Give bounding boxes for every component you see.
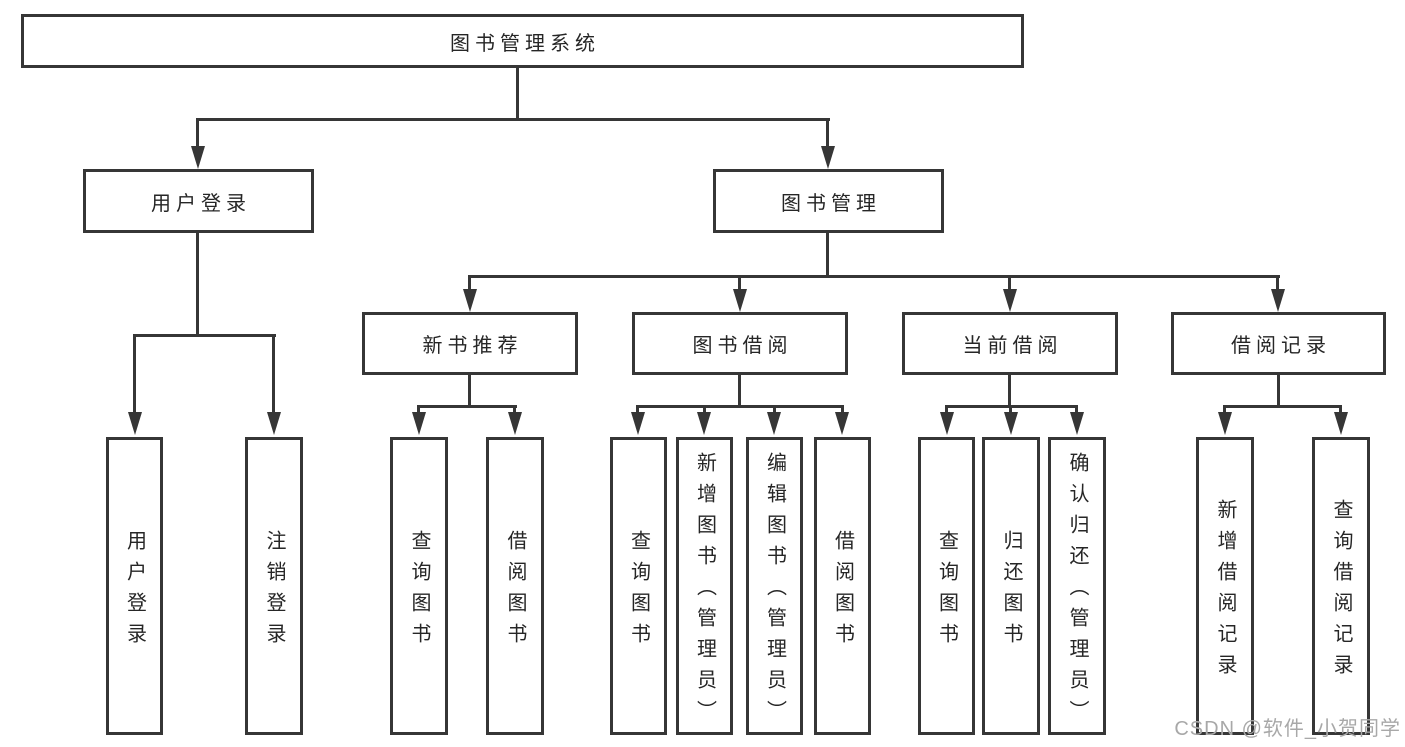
node-label: 当前借阅 <box>962 335 1063 357</box>
arrowhead-icon <box>835 412 849 435</box>
leaf-borrow-books: 借阅图书 <box>814 437 871 735</box>
connector-bar <box>637 405 844 408</box>
arrowhead-icon <box>821 146 835 169</box>
leaf-borrow-books: 借阅图书 <box>486 437 544 735</box>
connector-bar <box>418 405 517 408</box>
arrowhead-icon <box>1004 412 1018 435</box>
leaf-label: 注销登录 <box>263 529 285 654</box>
connector-drop <box>738 275 741 292</box>
arrowhead-icon <box>1070 412 1084 435</box>
connector-stem <box>1008 375 1011 407</box>
connector-bar <box>1224 405 1342 408</box>
node-book-borrowing: 图书借阅 <box>632 312 848 375</box>
node-label: 图书借阅 <box>692 335 793 357</box>
connector-drop <box>636 405 639 415</box>
leaf-label: 查询图书 <box>408 529 430 654</box>
leaf-add-borrow-record: 新增借阅记录 <box>1196 437 1254 735</box>
connector-drop <box>773 405 776 415</box>
arrowhead-icon <box>697 412 711 435</box>
arrowhead-icon <box>1334 412 1348 435</box>
node-library-system: 图书管理系统 <box>21 14 1024 68</box>
connector-drop <box>1008 275 1011 292</box>
node-borrowing-records: 借阅记录 <box>1171 312 1386 375</box>
leaf-label: 归还图书 <box>1000 529 1022 654</box>
arrowhead-icon <box>940 412 954 435</box>
node-book-management: 图书管理 <box>713 169 944 233</box>
arrowhead-icon <box>267 412 281 435</box>
connector-stem <box>826 233 829 277</box>
arrowhead-icon <box>1218 412 1232 435</box>
arrowhead-icon <box>767 412 781 435</box>
node-label: 图书管理 <box>781 192 881 215</box>
arrowhead-icon <box>1271 289 1285 312</box>
leaf-label: 确认归还（管理员） <box>1066 452 1088 731</box>
connector-drop <box>417 405 420 415</box>
leaf-label: 查询图书 <box>627 529 650 654</box>
leaf-label: 查询借阅记录 <box>1330 498 1352 685</box>
leaf-label: 借阅图书 <box>504 529 526 654</box>
leaf-logout: 注销登录 <box>245 437 303 735</box>
leaf-query-books: 查询图书 <box>610 437 667 735</box>
leaf-label: 查询图书 <box>935 529 958 654</box>
node-label: 新书推荐 <box>422 335 523 357</box>
arrowhead-icon <box>128 412 142 435</box>
connector-stem <box>196 233 199 336</box>
arrowhead-icon <box>1003 289 1017 312</box>
connector-drop <box>826 118 829 148</box>
connector-stem <box>516 68 519 120</box>
arrowhead-icon <box>412 412 426 435</box>
connector-drop <box>945 405 948 415</box>
leaf-return-books: 归还图书 <box>982 437 1040 735</box>
leaf-query-books: 查询图书 <box>390 437 448 735</box>
leaf-edit-book-admin: 编辑图书（管理员） <box>746 437 803 735</box>
connector-drop <box>841 405 844 415</box>
connector-drop <box>513 405 516 415</box>
connector-drop <box>272 334 275 416</box>
leaf-label: 用户登录 <box>123 529 146 654</box>
leaf-label: 编辑图书（管理员） <box>763 452 786 731</box>
node-label: 图书管理系统 <box>450 32 600 55</box>
node-user-login: 用户登录 <box>83 169 314 233</box>
connector-drop <box>468 275 471 292</box>
node-current-borrowing: 当前借阅 <box>902 312 1118 375</box>
connector-stem <box>468 375 471 407</box>
connector-bar <box>469 275 1280 278</box>
leaf-user-login: 用户登录 <box>106 437 163 735</box>
connector-drop <box>1223 405 1226 415</box>
connector-drop <box>703 405 706 415</box>
node-new-book-recommendation: 新书推荐 <box>362 312 578 375</box>
arrowhead-icon <box>631 412 645 435</box>
connector-drop <box>133 334 136 416</box>
connector-drop <box>1075 405 1078 415</box>
arrowhead-icon <box>733 289 747 312</box>
connector-stem <box>738 375 741 407</box>
leaf-query-borrow-record: 查询借阅记录 <box>1312 437 1370 735</box>
arrowhead-icon <box>508 412 522 435</box>
connector-drop <box>196 118 199 148</box>
leaf-confirm-return-admin: 确认归还（管理员） <box>1048 437 1106 735</box>
connector-bar <box>197 118 830 121</box>
leaf-label: 新增图书（管理员） <box>693 452 716 731</box>
leaf-label: 新增借阅记录 <box>1214 498 1236 685</box>
leaf-label: 借阅图书 <box>831 529 854 654</box>
connector-stem <box>1277 375 1280 407</box>
connector-bar <box>134 334 276 337</box>
leaf-query-books: 查询图书 <box>918 437 975 735</box>
leaf-add-book-admin: 新增图书（管理员） <box>676 437 733 735</box>
arrowhead-icon <box>463 289 477 312</box>
connector-bar <box>946 405 1078 408</box>
connector-drop <box>1009 405 1012 415</box>
connector-drop <box>1339 405 1342 415</box>
watermark: CSDN @软件_小贺同学 <box>1174 718 1401 740</box>
node-label: 借阅记录 <box>1231 335 1331 357</box>
node-label: 用户登录 <box>151 192 251 215</box>
connector-drop <box>1276 275 1279 292</box>
arrowhead-icon <box>191 146 205 169</box>
